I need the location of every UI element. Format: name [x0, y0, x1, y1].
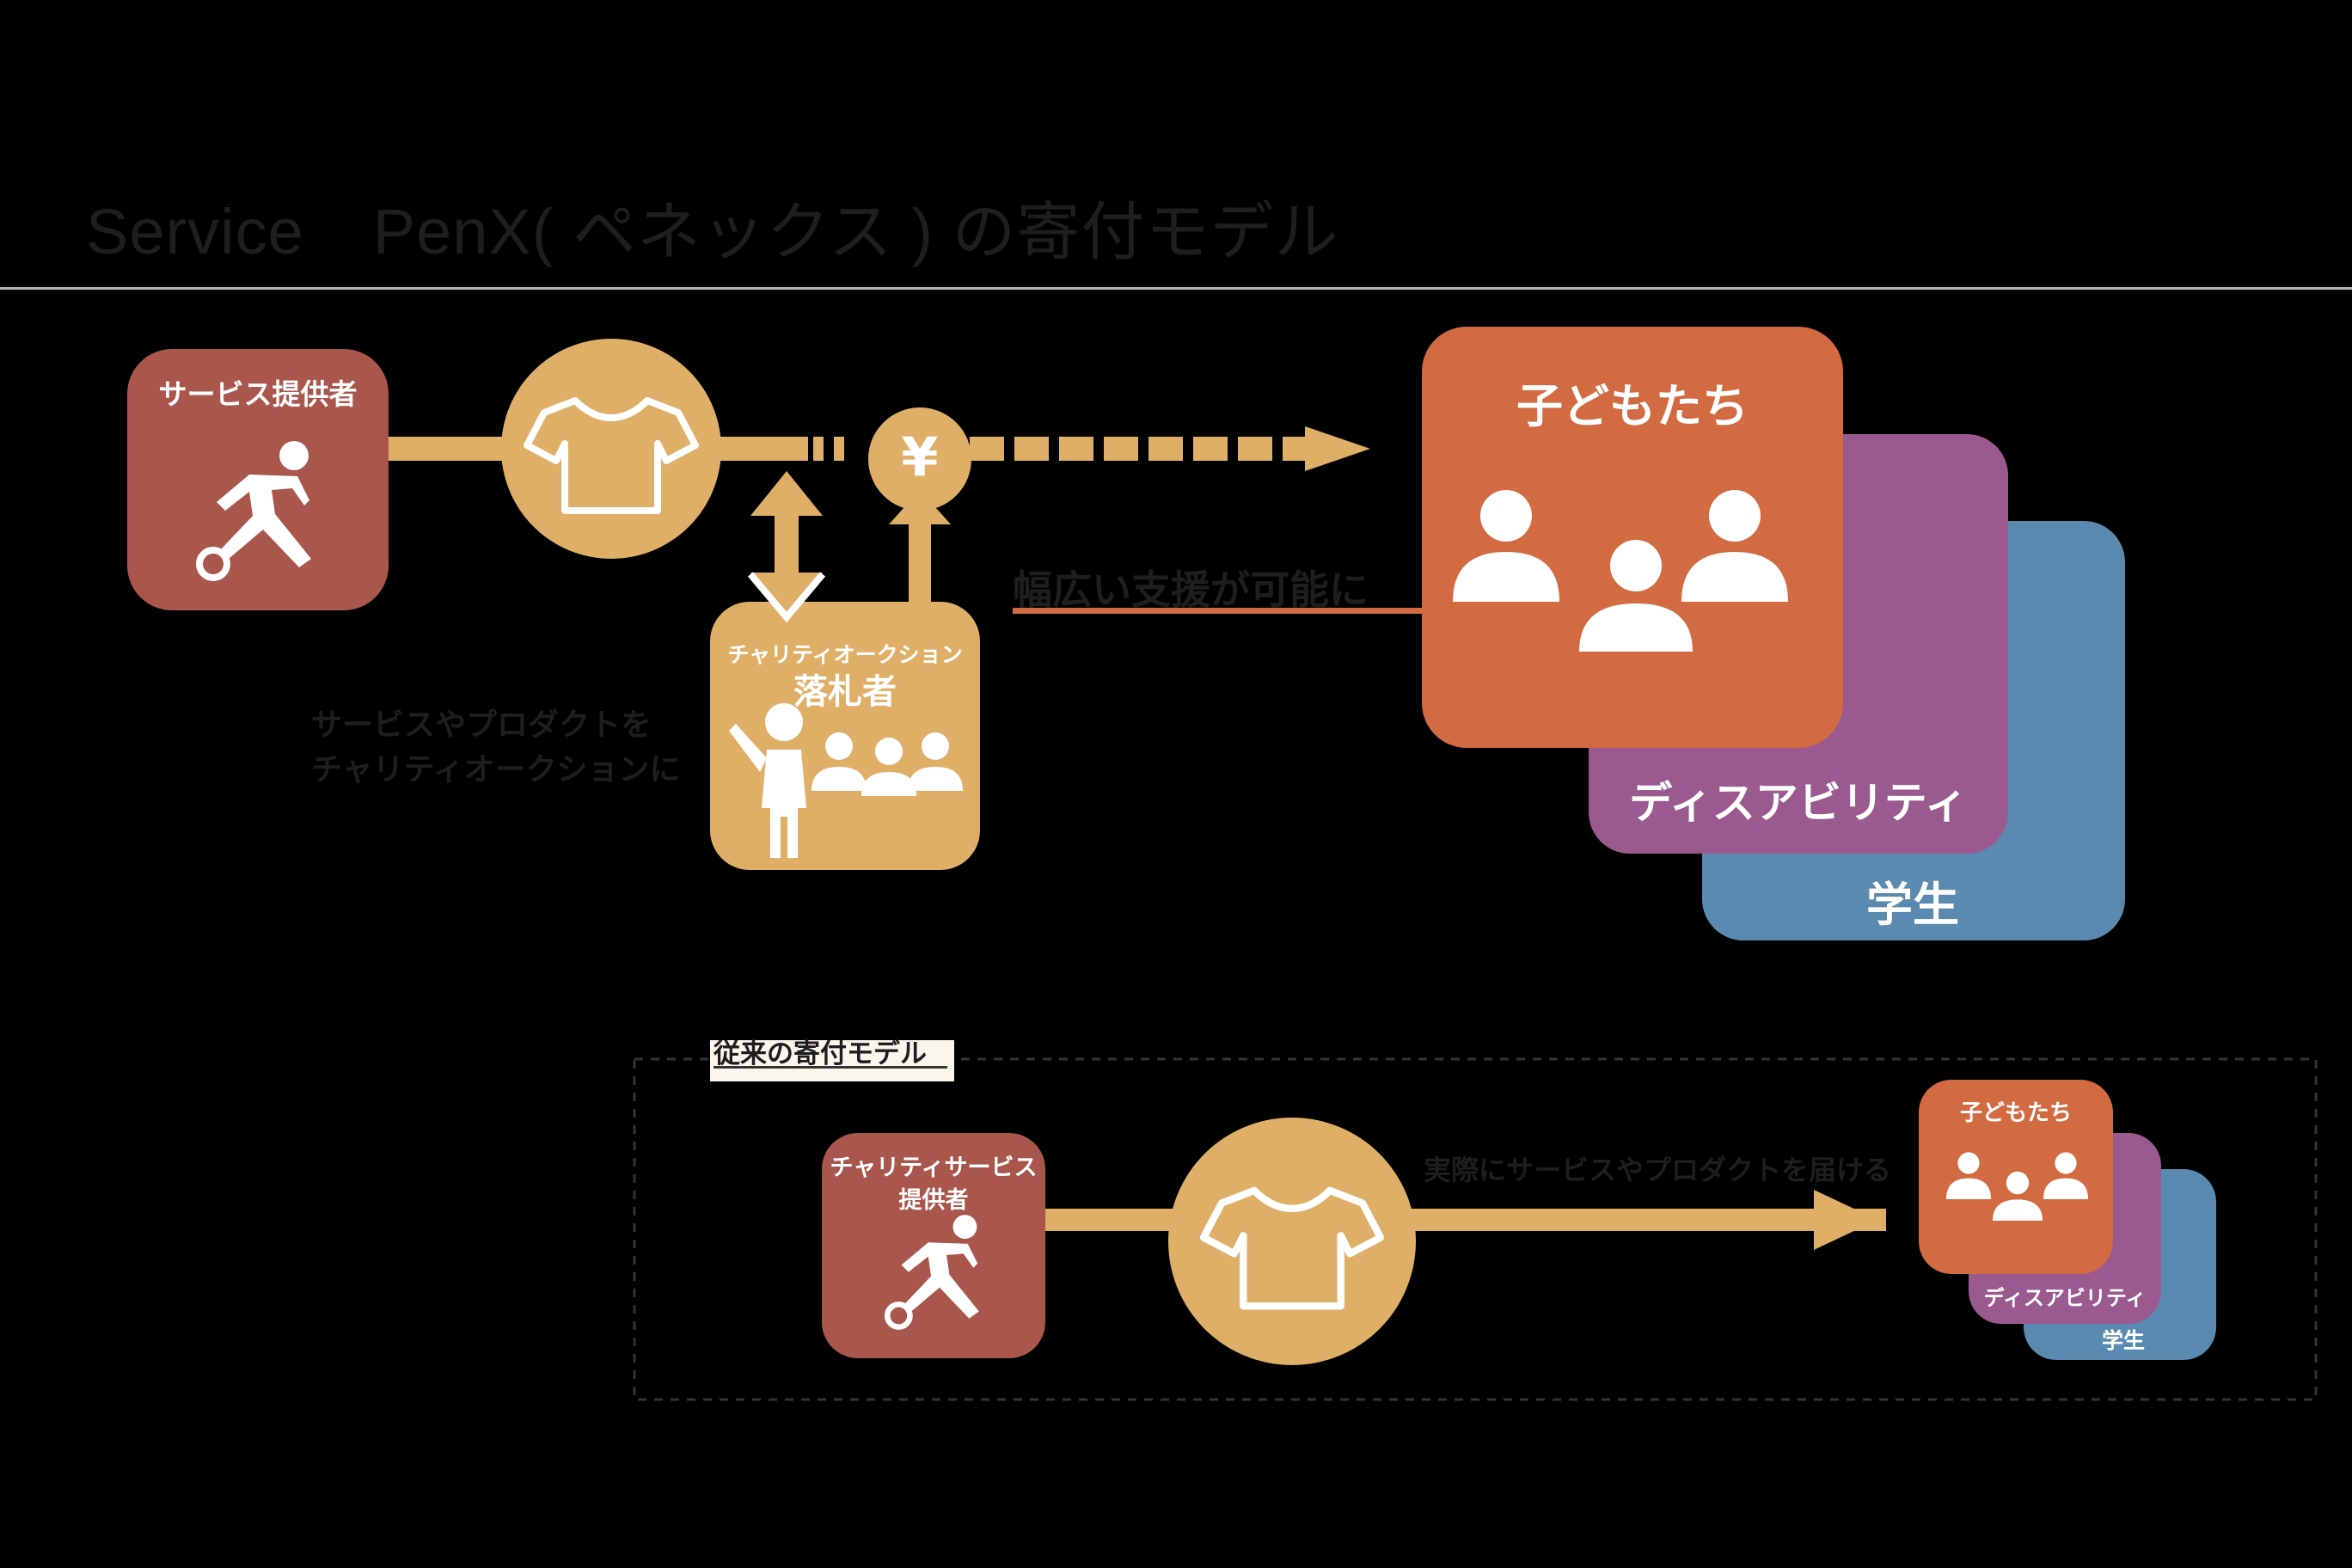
- children-label-small: 子どもたち: [1959, 1100, 2072, 1126]
- dashed-flow-arrow: [813, 426, 1370, 471]
- up-arrow: [889, 490, 951, 609]
- chevron-icon: [747, 572, 826, 623]
- students-label: 学生: [1866, 878, 1959, 932]
- disability-label: ディスアビリティ: [1629, 778, 1968, 828]
- disability-label-small: ディスアビリティ: [1983, 1286, 2147, 1310]
- title-name: PenX( ペネックス ) の寄付モデル: [372, 196, 1339, 267]
- product-circle-small: [1168, 1118, 1416, 1365]
- title-rule: [0, 287, 2352, 290]
- people-group-icon-small: [1945, 1152, 2089, 1222]
- traditional-frame: [633, 1057, 2318, 1401]
- people-group-icon: [1453, 490, 1788, 653]
- product-circle: [501, 339, 721, 559]
- yen-icon: ¥: [901, 426, 939, 488]
- auction-note-line2: チャリティオークションに: [311, 752, 681, 787]
- support-note: 幅広い支援が可能に: [1013, 567, 1369, 613]
- students-label-small: 学生: [2101, 1328, 2145, 1353]
- bidder-label: 落札者: [793, 672, 897, 712]
- double-arrow: [750, 471, 823, 617]
- auction-crowd-icon: [729, 703, 963, 858]
- yen-circle: [868, 407, 971, 511]
- traditional-title: 従来の寄付モデル: [714, 1038, 927, 1069]
- page-title: Service PenX( ペネックス ) の寄付モデル: [86, 181, 1339, 273]
- delivery-arrow: [1814, 1190, 1877, 1250]
- auction-note-line1: サービスやプロダクトを: [311, 707, 652, 743]
- support-underline: [1013, 608, 1425, 614]
- title-service: Service: [86, 196, 304, 267]
- charity-provider-line2: 提供者: [898, 1187, 969, 1214]
- provider-label: サービス提供者: [158, 377, 358, 411]
- children-label: 子どもたち: [1516, 379, 1749, 433]
- bidder-label-small: チャリティオークション: [727, 642, 963, 667]
- charity-provider-line1: チャリティサービス: [830, 1155, 1038, 1181]
- delivery-label: 実際にサービスやプロダクトを届ける: [1424, 1154, 1892, 1186]
- auction-note: サービスやプロダクトを チャリティオークションに: [311, 703, 680, 793]
- charity-provider-label: チャリティサービス 提供者: [822, 1152, 1045, 1217]
